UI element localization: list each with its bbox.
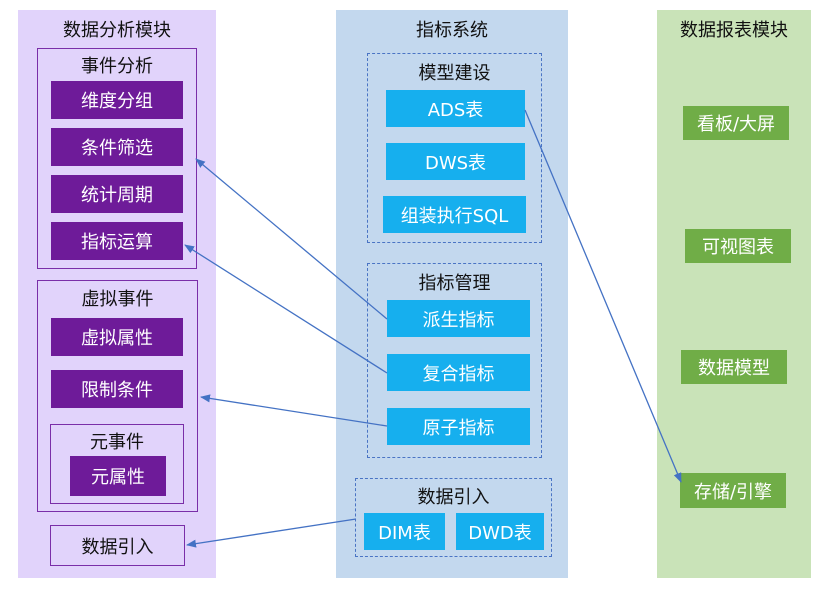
data-import-group-mid: 数据引入 DIM表 DWD表: [355, 478, 552, 557]
assemble-sql-box[interactable]: 组装执行SQL: [383, 196, 526, 233]
derived-metric-box[interactable]: 派生指标: [387, 300, 530, 337]
data-report-module-panel: 数据报表模块 看板/大屏 可视图表 数据模型 存储/引擎: [657, 10, 811, 578]
data-import-title-mid: 数据引入: [417, 487, 490, 508]
metric-system-panel: 指标系统 模型建设 ADS表 DWS表 组装执行SQL 指标管理 派生指标 复合…: [336, 10, 568, 578]
model-build-title: 模型建设: [418, 63, 491, 84]
model-build-group: 模型建设 ADS表 DWS表 组装执行SQL: [367, 53, 542, 243]
dim-table-box[interactable]: DIM表: [364, 513, 445, 550]
condition-filter-box[interactable]: 条件筛选: [51, 128, 183, 166]
visual-chart-box[interactable]: 可视图表: [685, 229, 791, 263]
metric-management-group: 指标管理 派生指标 复合指标 原子指标: [367, 263, 542, 458]
event-analysis-title: 事件分析: [81, 56, 153, 77]
virtual-event-title: 虚拟事件: [81, 289, 154, 310]
atomic-metric-box[interactable]: 原子指标: [387, 408, 530, 445]
dimension-group-box[interactable]: 维度分组: [51, 81, 183, 119]
stat-period-box[interactable]: 统计周期: [51, 175, 183, 213]
dwd-table-box[interactable]: DWD表: [456, 513, 544, 550]
meta-attribute-box[interactable]: 元属性: [70, 456, 166, 496]
virtual-attribute-box[interactable]: 虚拟属性: [51, 318, 183, 356]
metric-calc-box[interactable]: 指标运算: [51, 222, 183, 260]
metric-system-title: 指标系统: [416, 20, 488, 41]
data-import-box-left[interactable]: 数据引入: [50, 525, 185, 566]
storage-engine-box[interactable]: 存储/引擎: [680, 473, 786, 508]
dashboard-screen-box[interactable]: 看板/大屏: [683, 106, 789, 140]
data-analysis-module-title: 数据分析模块: [63, 20, 171, 41]
dws-table-box[interactable]: DWS表: [386, 143, 525, 180]
data-report-module-title: 数据报表模块: [680, 20, 788, 41]
composite-metric-box[interactable]: 复合指标: [387, 354, 530, 391]
ads-table-box[interactable]: ADS表: [386, 90, 525, 127]
data-model-box[interactable]: 数据模型: [681, 350, 787, 384]
metric-management-title: 指标管理: [418, 273, 491, 294]
virtual-event-group: 虚拟事件 虚拟属性 限制条件 元事件 元属性: [37, 280, 198, 512]
data-analysis-module-panel: 数据分析模块 事件分析 维度分组 条件筛选 统计周期 指标运算 虚拟事件 虚拟属…: [18, 10, 216, 578]
event-analysis-group: 事件分析 维度分组 条件筛选 统计周期 指标运算: [37, 48, 197, 269]
meta-event-title: 元事件: [90, 432, 144, 453]
limit-condition-box[interactable]: 限制条件: [51, 370, 183, 408]
meta-event-group: 元事件 元属性: [50, 424, 184, 504]
